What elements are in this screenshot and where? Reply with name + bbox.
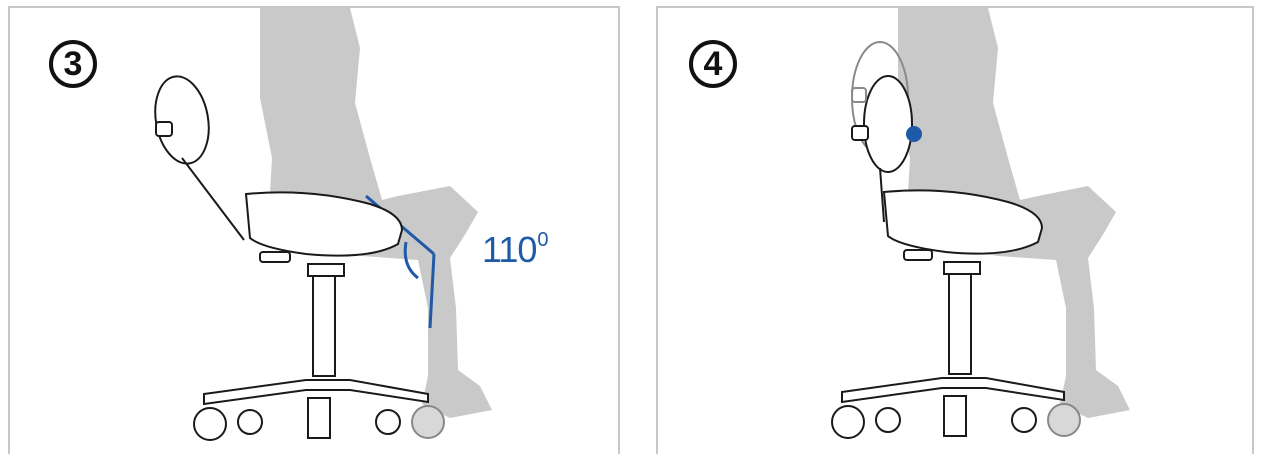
- step-4-badge: 4: [688, 38, 738, 90]
- step-4-illustration: [658, 8, 1254, 454]
- caster-wheel: [238, 410, 262, 434]
- step-number: 4: [688, 38, 738, 90]
- seat-mechanism: [944, 262, 980, 274]
- front-caster-stem: [308, 398, 330, 438]
- backrest-knob: [156, 122, 172, 136]
- front-caster-stem: [944, 396, 966, 436]
- seat-lever: [904, 250, 932, 260]
- backrest-pad: [864, 76, 912, 172]
- caster-wheel: [876, 408, 900, 432]
- backrest-pad: [149, 72, 215, 168]
- angle-value: 110: [482, 229, 536, 270]
- gas-cylinder: [313, 276, 335, 376]
- caster-wheel: [1012, 408, 1036, 432]
- caster-wheel: [832, 406, 864, 438]
- caster-wheel: [412, 406, 444, 438]
- angle-unit: 0: [537, 229, 547, 251]
- seat-lever: [260, 252, 290, 262]
- step-number: 3: [48, 38, 98, 90]
- caster-wheel: [376, 410, 400, 434]
- step-4-panel: 4: [656, 6, 1254, 454]
- caster-wheel: [194, 408, 226, 440]
- backrest-arm: [182, 158, 244, 240]
- caster-wheel: [1048, 404, 1080, 436]
- seat-mechanism: [308, 264, 344, 276]
- knee-angle-label: 1100: [482, 232, 548, 268]
- backrest-knob-previous: [852, 88, 866, 102]
- step-3-panel: 3 1100: [8, 6, 620, 454]
- backrest-knob: [852, 126, 868, 140]
- gas-cylinder: [949, 274, 971, 374]
- step-3-badge: 3: [48, 38, 98, 90]
- support-point-marker-icon: [906, 126, 922, 142]
